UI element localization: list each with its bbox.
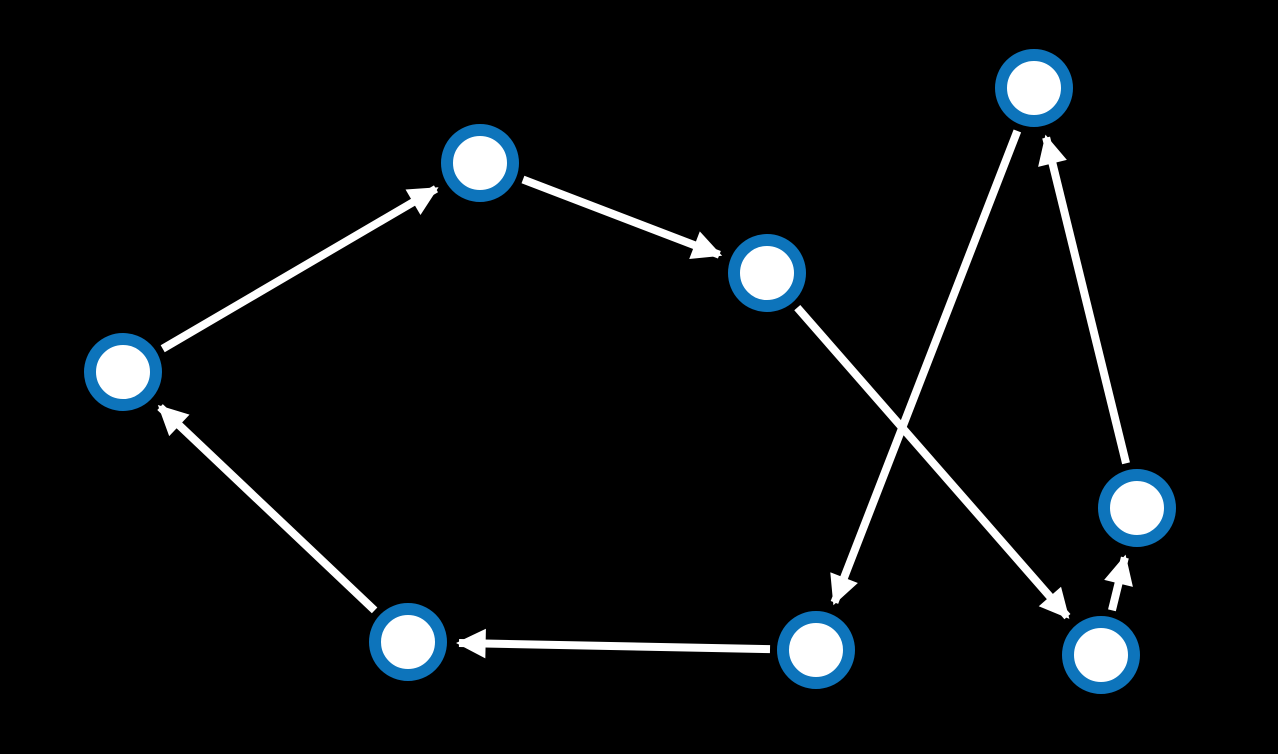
graph-edge-top-right-to-bottom-middle [830,129,1022,606]
graph-edge-upper-left-to-upper-middle [521,175,723,260]
graph-node-left [84,333,162,411]
graph-node-bottom-right [1062,616,1140,694]
graph-edge-left-to-upper-left [160,185,439,353]
graph-edge-bottom-left-to-left [157,404,378,614]
graph-edge-upper-middle-to-bottom-right [794,304,1071,620]
graph-node-top-right [995,49,1073,127]
graph-edge-bottom-middle-to-bottom-left [456,628,771,659]
graph-edge-bottom-right-to-right [1104,554,1133,612]
graph-node-upper-middle [728,234,806,312]
graph-edge-right-to-top-right [1038,134,1130,465]
graph-node-bottom-middle [777,611,855,689]
edges-layer [157,129,1133,659]
graph-node-right [1098,469,1176,547]
graph-node-bottom-left [369,603,447,681]
nodes-layer [84,49,1176,694]
graph-node-upper-left [441,124,519,202]
